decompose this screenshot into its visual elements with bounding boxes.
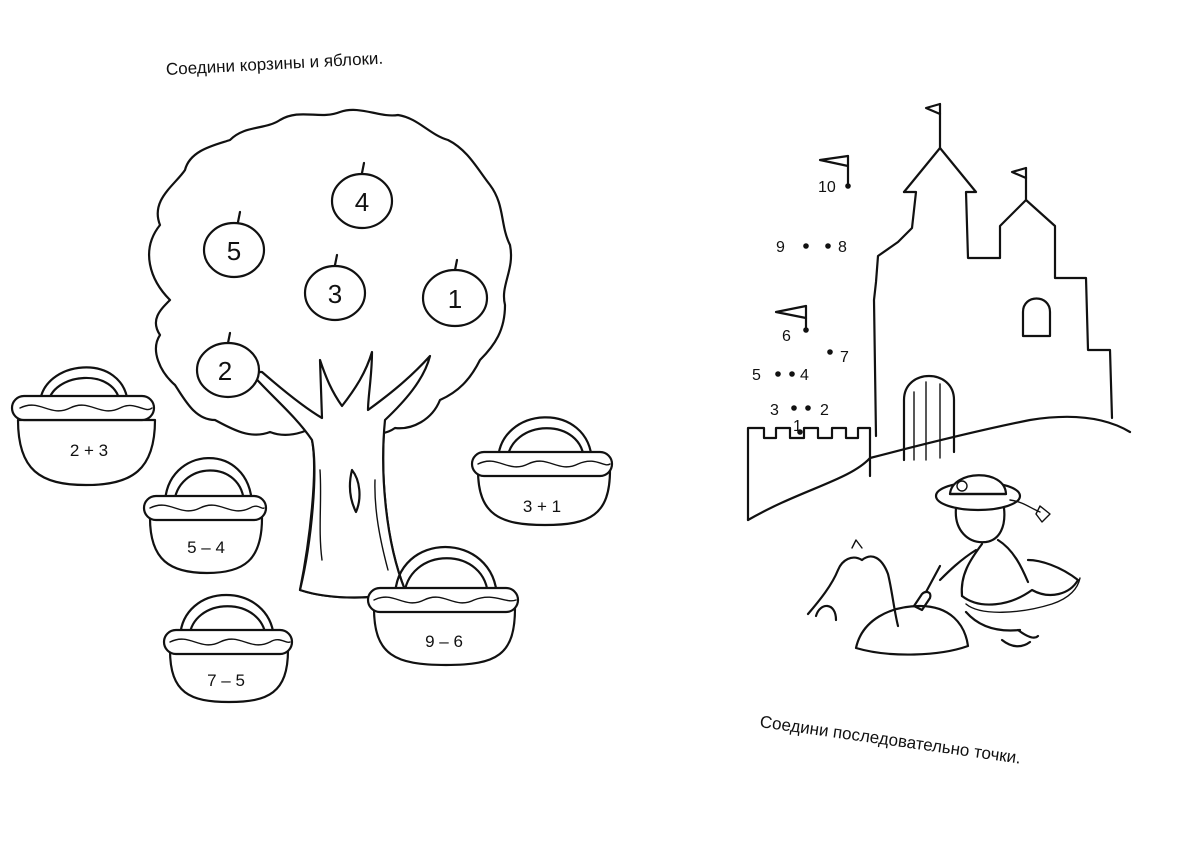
basket-9-minus-6[interactable]: 9 – 6 (366, 545, 520, 667)
dot-number: 2 (820, 402, 829, 419)
basket-expression: 9 – 6 (425, 632, 463, 651)
apple-5[interactable]: 5 (202, 210, 266, 279)
dot-8[interactable]: 8 (825, 239, 847, 256)
dot-10[interactable]: 10 (818, 179, 851, 196)
apple-1[interactable]: 1 (421, 258, 489, 328)
basket-5-minus-4[interactable]: 5 – 4 (142, 457, 268, 575)
dot-number: 10 (818, 179, 836, 196)
dot-number: 7 (840, 349, 849, 366)
dot-9[interactable]: 9 (776, 239, 809, 256)
basket-expression: 7 – 5 (207, 671, 245, 690)
castle (746, 102, 1132, 522)
apple-number: 2 (218, 356, 232, 386)
apple-number: 3 (328, 279, 342, 309)
apple-number: 4 (355, 187, 369, 217)
basket-2-plus-3[interactable]: 2 + 3 (10, 366, 157, 487)
basket-expression: 5 – 4 (187, 538, 225, 557)
dot-number: 9 (776, 239, 785, 256)
basket-7-minus-5[interactable]: 7 – 5 (162, 594, 294, 704)
basket-expression: 2 + 3 (70, 441, 108, 460)
dot-number: 5 (752, 367, 761, 384)
dot-number: 4 (800, 367, 809, 384)
dot-number: 8 (838, 239, 847, 256)
apple-number: 5 (227, 236, 241, 266)
dot-3[interactable]: 3 (770, 402, 797, 419)
dot-6[interactable]: 6 (782, 327, 809, 345)
dot-2[interactable]: 2 (805, 402, 829, 419)
basket-3-plus-1[interactable]: 3 + 1 (470, 416, 614, 527)
basket-expression: 3 + 1 (523, 497, 561, 516)
apple-4[interactable]: 4 (330, 161, 394, 230)
dot-4[interactable]: 4 (789, 367, 809, 384)
dot-number: 1 (793, 418, 802, 435)
girl-with-sandcastle-illustration (806, 474, 1081, 656)
dot-number: 3 (770, 402, 779, 419)
apple-3[interactable]: 3 (303, 253, 367, 322)
dot-7[interactable]: 7 (827, 349, 849, 366)
dot-number: 6 (782, 328, 791, 345)
apple-number: 1 (448, 284, 462, 314)
apple-2[interactable]: 2 (195, 331, 261, 399)
dot-1[interactable]: 1 (793, 418, 803, 435)
dot-5[interactable]: 5 (752, 367, 781, 384)
